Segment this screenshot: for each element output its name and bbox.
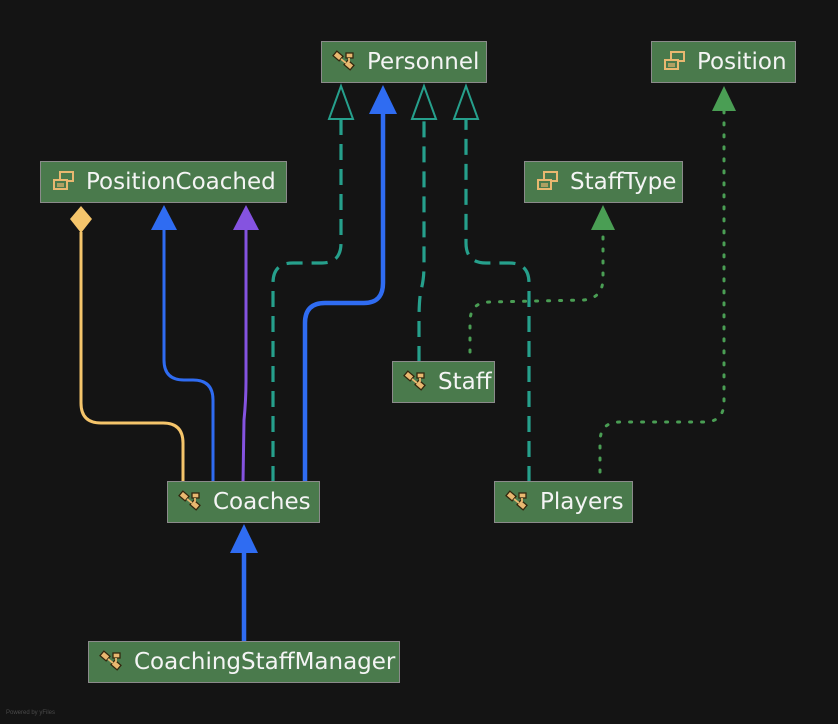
enum-icon [537, 171, 558, 190]
node-label-coaches: Coaches [213, 489, 311, 515]
node-players[interactable]: Players [494, 481, 633, 523]
realization-arrowhead [452, 83, 480, 120]
enum-icon [53, 171, 74, 190]
node-staff[interactable]: Staff [392, 361, 495, 403]
node-positioncoached[interactable]: PositionCoached [40, 161, 287, 203]
edge-players-position-dotted [598, 108, 726, 474]
node-label-stafftype: StaffType [570, 169, 677, 195]
class-icon [99, 650, 122, 671]
association-arrowhead [369, 85, 397, 114]
node-personnel[interactable]: Personnel [321, 41, 487, 83]
node-label-players: Players [540, 489, 624, 515]
edge-players-personnel-realization [464, 119, 531, 482]
edge-staff-personnel-realization [417, 119, 426, 362]
edge-coaches-personnel-realization [271, 119, 343, 482]
realization-arrowhead [410, 83, 438, 120]
node-position[interactable]: Position [651, 41, 796, 83]
edge-coaches-positioncoached-association [162, 228, 215, 482]
class-icon [332, 50, 355, 71]
node-coaches[interactable]: Coaches [167, 481, 320, 523]
enum-usage-arrowhead [712, 86, 736, 111]
powered-by-footer: Powered by yFiles [6, 710, 56, 716]
edge-staff-stafftype-dotted [468, 228, 605, 354]
composition-diamond [70, 206, 92, 233]
class-icon [178, 490, 201, 511]
node-coachingstaffmanager[interactable]: CoachingStaffManager [88, 641, 400, 683]
edge-coaches-positioncoached-dependency [241, 228, 248, 483]
node-label-position: Position [697, 49, 787, 75]
association-arrowhead [151, 205, 177, 230]
association-arrowhead [230, 524, 258, 553]
class-icon [505, 490, 528, 511]
enum-usage-arrowhead [591, 205, 615, 230]
node-label-coachingstaffmanager: CoachingStaffManager [134, 649, 396, 675]
node-label-staff: Staff [438, 369, 492, 395]
dependency-arrowhead [233, 205, 259, 230]
node-stafftype[interactable]: StaffType [524, 161, 683, 203]
node-label-positioncoached: PositionCoached [86, 169, 276, 195]
enum-icon [664, 51, 685, 70]
class-icon [403, 370, 426, 391]
node-label-personnel: Personnel [367, 49, 480, 75]
edge-coaches-positioncoached-composition [79, 232, 185, 482]
edge-coaches-personnel-association [302, 112, 386, 482]
realization-arrowhead [327, 83, 355, 120]
